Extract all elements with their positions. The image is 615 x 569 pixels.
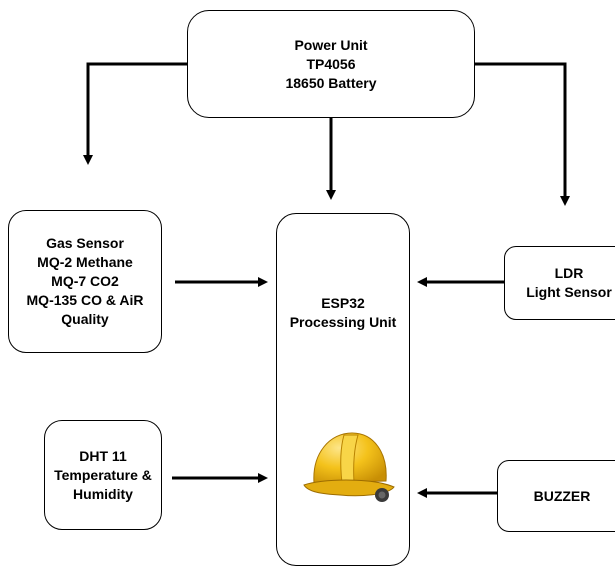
gas-sensor-line: MQ-135 CO & AiR Quality (26, 292, 144, 327)
gas-sensor-box: Gas Sensor MQ-2 Methane MQ-7 CO2 MQ-135 … (8, 210, 162, 353)
dht-line: DHT 11 (79, 447, 127, 464)
gas-sensor-line: MQ-2 Methane (37, 254, 133, 270)
gas-sensor-line: Gas Sensor (46, 235, 124, 251)
gas-sensor-line: MQ-7 CO2 (51, 273, 119, 289)
power-unit-line: 18650 Battery (285, 74, 377, 91)
dht-sensor-box: DHT 11 Temperature & Humidity (44, 420, 162, 530)
hard-hat-icon (303, 432, 395, 502)
power-unit-line: Power Unit (294, 36, 368, 53)
power-unit-line: TP4056 (306, 55, 356, 72)
esp32-line: ESP32 (321, 295, 365, 311)
arrow-power-to-ldr (475, 62, 570, 206)
power-unit-box: Power Unit TP4056 18650 Battery (187, 10, 475, 118)
esp32-box: ESP32 Processing Unit (276, 213, 410, 566)
buzzer-box: BUZZER (497, 460, 615, 532)
dht-line: Humidity (73, 485, 133, 502)
dht-line: Temperature & (54, 466, 152, 483)
ldr-line: Light Sensor (526, 284, 612, 300)
arrow-power-to-gas (83, 62, 187, 165)
ldr-line: LDR (554, 265, 584, 281)
esp32-line: Processing Unit (289, 314, 397, 330)
buzzer-label: BUZZER (533, 487, 591, 504)
ldr-sensor-box: LDR Light Sensor (504, 246, 615, 320)
